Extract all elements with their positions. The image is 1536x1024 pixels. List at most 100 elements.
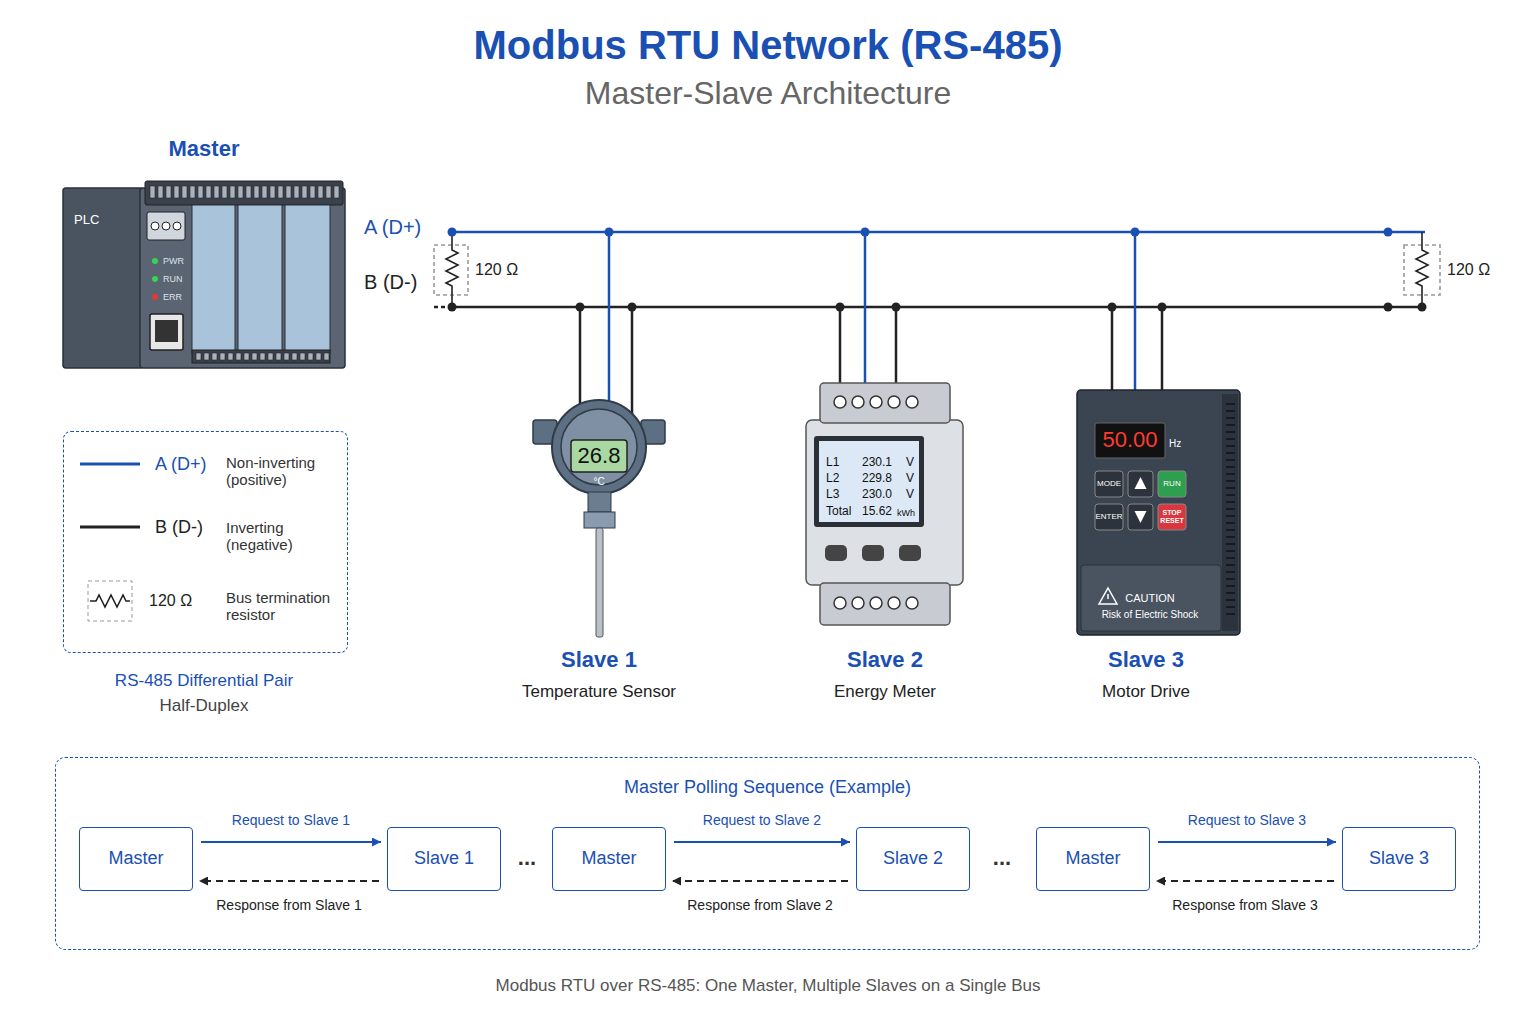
legend-sample-part bbox=[88, 581, 132, 621]
subtitle: Master-Slave Architecture bbox=[585, 75, 951, 112]
junction-dot-part bbox=[576, 303, 585, 312]
junction-dot bbox=[448, 303, 1427, 312]
vent-lines-part bbox=[1226, 571, 1235, 573]
vent-lines-part bbox=[1226, 487, 1235, 489]
display-unit: Hz bbox=[1169, 438, 1181, 450]
motor-drive-part bbox=[1095, 423, 1165, 458]
drive-display: 50.00 bbox=[1102, 427, 1157, 452]
legend-sample bbox=[76, 505, 146, 549]
terminal-screw-part bbox=[888, 597, 900, 609]
vent-lines bbox=[1226, 404, 1235, 614]
vent-lines-part bbox=[1226, 592, 1235, 594]
motor-drive bbox=[1077, 390, 1240, 635]
motor-drive-part bbox=[1128, 504, 1153, 530]
vent-lines-part bbox=[1226, 522, 1235, 524]
terminal-strip-part bbox=[300, 353, 305, 360]
ellipsis: ... bbox=[518, 845, 536, 870]
terminal-strip-part bbox=[236, 353, 241, 360]
node-subtitle: Motor Drive bbox=[1046, 682, 1246, 702]
bus-wire-b-part bbox=[839, 307, 842, 395]
bus-wire-a-part bbox=[452, 231, 1425, 234]
request-arrow bbox=[1158, 841, 1336, 843]
edge-label: Response from Slave 1 bbox=[213, 897, 365, 913]
slave-device: Slave 2Energy Meter bbox=[785, 380, 985, 710]
vent-lines-part bbox=[1226, 564, 1235, 566]
terminal-strip-part bbox=[206, 186, 211, 198]
button-label: STOP RESET bbox=[1159, 509, 1185, 525]
terminal-screw-part bbox=[834, 396, 846, 408]
warning-text: Risk of Electric Shock bbox=[1102, 609, 1199, 621]
temperature-sensor bbox=[533, 400, 665, 637]
meter-row-name: Total bbox=[826, 505, 851, 519]
junction-dot-part bbox=[1158, 303, 1167, 312]
node-subtitle: Temperature Sensor bbox=[509, 682, 689, 702]
sequence-box: Slave 2 bbox=[856, 827, 970, 891]
led-label: PWR bbox=[163, 256, 184, 266]
temperature-sensor-part bbox=[588, 492, 611, 512]
terminal-strip-part bbox=[238, 186, 243, 198]
terminal-strip-part bbox=[310, 186, 315, 198]
request-arrow bbox=[201, 841, 381, 843]
motor-drive-part bbox=[1077, 390, 1240, 635]
motor-drive-part bbox=[1135, 477, 1147, 489]
meter-row-name: L3 bbox=[826, 488, 839, 502]
terminal-strip-part bbox=[284, 353, 289, 360]
legend-sample-part bbox=[90, 595, 130, 607]
terminal-strip-part bbox=[324, 353, 329, 360]
terminal-screw-part bbox=[906, 396, 918, 408]
edge-label: Request to Slave 3 bbox=[1185, 812, 1309, 828]
node-heading: Master Polling Sequence (Example) bbox=[56, 777, 1479, 799]
response-arrow bbox=[1156, 880, 1334, 882]
junction-dot-part bbox=[892, 303, 901, 312]
bus-wire-b-part bbox=[895, 307, 898, 395]
plc-device-part bbox=[152, 276, 158, 282]
energy-meter bbox=[806, 383, 963, 625]
meter-unit: V bbox=[906, 488, 914, 502]
terminal-screw-part bbox=[852, 396, 864, 408]
vent-lines-part bbox=[1226, 508, 1235, 510]
legend-sample bbox=[76, 579, 146, 623]
edge-label: Response from Slave 2 bbox=[684, 897, 836, 913]
title: Modbus RTU Network (RS-485) bbox=[474, 22, 1063, 68]
junction-dot-part bbox=[448, 303, 457, 312]
resistor-value: 120 Ω bbox=[1447, 261, 1490, 279]
temperature-sensor-part bbox=[561, 409, 637, 485]
vent-lines-part bbox=[1226, 480, 1235, 482]
legend-description: Inverting (negative) bbox=[226, 519, 338, 554]
vent-lines-part bbox=[1226, 466, 1235, 468]
terminal-strip bbox=[150, 186, 339, 198]
motor-drive-part bbox=[1128, 471, 1153, 497]
meter-row-name: L1 bbox=[826, 456, 839, 470]
terminal-strip-part bbox=[254, 186, 259, 198]
terminal-strip-part bbox=[262, 186, 267, 198]
box-label: Slave 2 bbox=[857, 848, 969, 870]
caption: Modbus RTU over RS-485: One Master, Mult… bbox=[496, 976, 1041, 996]
sequence-box: Master bbox=[1036, 827, 1150, 891]
vent-lines-part bbox=[1226, 599, 1235, 601]
energy-meter-part bbox=[820, 583, 950, 625]
warning-text: CAUTION bbox=[1125, 592, 1175, 605]
terminal-strip-part bbox=[268, 353, 273, 360]
terminal-strip-part bbox=[292, 353, 297, 360]
meter-unit: kWh bbox=[897, 508, 915, 518]
energy-meter-part bbox=[814, 436, 924, 527]
box-label: Master bbox=[80, 848, 192, 870]
vent-lines-part bbox=[1226, 417, 1235, 419]
button-label: MODE bbox=[1097, 479, 1121, 488]
vent-lines-part bbox=[1226, 536, 1235, 538]
terminal-strip-part bbox=[286, 186, 291, 198]
terminal-screw-part bbox=[834, 597, 846, 609]
node-heading: Master bbox=[62, 136, 346, 162]
box-label: Master bbox=[1037, 848, 1149, 870]
junction-dot-part bbox=[1384, 303, 1393, 312]
meter-unit: V bbox=[906, 456, 914, 470]
signal-name: A (D+) bbox=[364, 216, 421, 239]
junction-dot-part bbox=[628, 303, 637, 312]
terminal-strip-part bbox=[220, 353, 225, 360]
bus-wire-b-part bbox=[1161, 307, 1164, 400]
junction-dot-part bbox=[861, 228, 870, 237]
terminal-strip-part bbox=[316, 353, 321, 360]
junction-dot-part bbox=[448, 228, 457, 237]
bus-wire-a-part bbox=[608, 232, 611, 420]
